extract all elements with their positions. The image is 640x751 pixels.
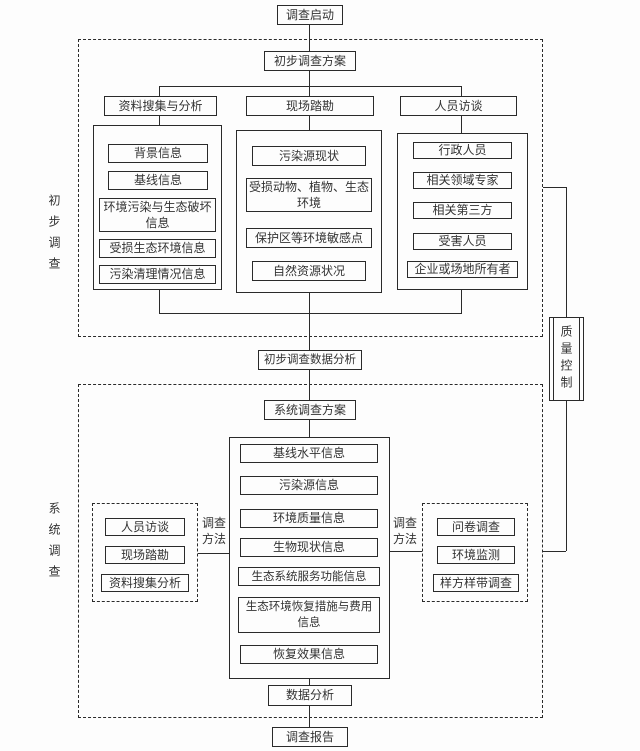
connector-line — [159, 86, 462, 87]
node-systematic-plan: 系统调查方案 — [264, 400, 356, 420]
connector-line — [543, 187, 566, 188]
info-box: 污染源现状 — [252, 146, 366, 166]
node-start: 调查启动 — [277, 5, 343, 25]
info-box: 保护区等环境敏感点 — [246, 228, 372, 248]
info-box: 生态系统服务功能信息 — [238, 567, 380, 586]
info-box: 企业或场地所有者 — [407, 261, 518, 278]
method-box: 人员访谈 — [105, 518, 185, 536]
section-label-preliminary: 初步调查 — [47, 194, 61, 278]
info-box: 环境质量信息 — [240, 509, 378, 528]
connector-line — [309, 679, 310, 685]
section-systematic-container — [78, 384, 543, 718]
info-box: 生物现状信息 — [240, 538, 378, 557]
section-label-systematic: 系统调查 — [47, 502, 61, 586]
info-box: 环境污染与生态破坏信息 — [99, 198, 216, 232]
quality-control-box: 质量控制 — [549, 317, 584, 401]
connector-line — [461, 86, 462, 96]
connector-line — [309, 370, 310, 400]
connector-line — [543, 551, 566, 552]
info-box: 恢复效果信息 — [240, 645, 378, 664]
right-methods-container — [422, 503, 528, 602]
branch-header-interviews: 人员访谈 — [400, 96, 517, 116]
info-box: 污染清理情况信息 — [99, 265, 216, 284]
node-report: 调查报告 — [272, 727, 348, 747]
connector-line — [159, 290, 160, 313]
info-box: 相关第三方 — [413, 202, 512, 219]
connector-line — [309, 293, 310, 313]
node-data-analysis: 数据分析 — [268, 685, 352, 706]
method-label-left: 调查方法 — [201, 516, 226, 547]
branch-container-data-collection — [93, 125, 222, 290]
info-box: 生态环境恢复措施与费用信息 — [238, 597, 380, 633]
left-methods-container — [92, 503, 198, 602]
connector-line — [159, 86, 160, 96]
connector-line — [309, 71, 310, 86]
connector-line — [566, 401, 567, 551]
method-box: 现场踏勘 — [105, 546, 185, 564]
connector-line — [566, 187, 567, 317]
connector-line — [309, 313, 310, 350]
section-preliminary-container — [78, 39, 543, 337]
branch-header-data-collection: 资料搜集与分析 — [104, 96, 217, 116]
connector-line — [309, 706, 310, 727]
info-box: 受害人员 — [413, 233, 512, 250]
info-box: 行政人员 — [413, 142, 512, 159]
method-box: 样方样带调查 — [433, 574, 519, 592]
connector-line — [461, 116, 462, 133]
method-box: 环境监测 — [437, 546, 515, 564]
connector-line — [309, 25, 310, 51]
info-box: 受损生态环境信息 — [99, 239, 216, 258]
info-box: 基线信息 — [108, 171, 208, 190]
connector-line — [159, 313, 462, 314]
branch-container-site-survey — [236, 130, 382, 293]
info-box: 污染源信息 — [240, 476, 378, 495]
method-box: 资料搜集分析 — [101, 574, 189, 592]
branch-header-site-survey: 现场踏勘 — [246, 96, 374, 116]
info-box: 自然资源状况 — [252, 261, 366, 281]
info-box: 相关领域专家 — [413, 172, 512, 189]
quality-control-label: 质量控制 — [559, 325, 573, 393]
qc-inner-line — [553, 318, 554, 400]
connector-line — [390, 551, 422, 552]
node-preliminary-plan: 初步调查方案 — [264, 51, 356, 71]
connector-line — [309, 420, 310, 437]
connector-line — [309, 116, 310, 130]
systematic-center-container — [229, 437, 390, 679]
connector-line — [159, 116, 160, 125]
branch-container-interviews — [397, 133, 528, 290]
info-box: 背景信息 — [108, 144, 208, 163]
info-box: 受损动物、植物、生态环境 — [246, 178, 372, 212]
method-box: 问卷调查 — [437, 518, 515, 536]
connector-line — [461, 290, 462, 313]
connector-line — [309, 86, 310, 96]
info-box: 基线水平信息 — [240, 444, 378, 463]
method-label-right: 调查方法 — [392, 516, 417, 547]
qc-inner-line — [579, 318, 580, 400]
node-preliminary-data-analysis: 初步调查数据分析 — [258, 350, 362, 370]
connector-line — [198, 553, 229, 554]
